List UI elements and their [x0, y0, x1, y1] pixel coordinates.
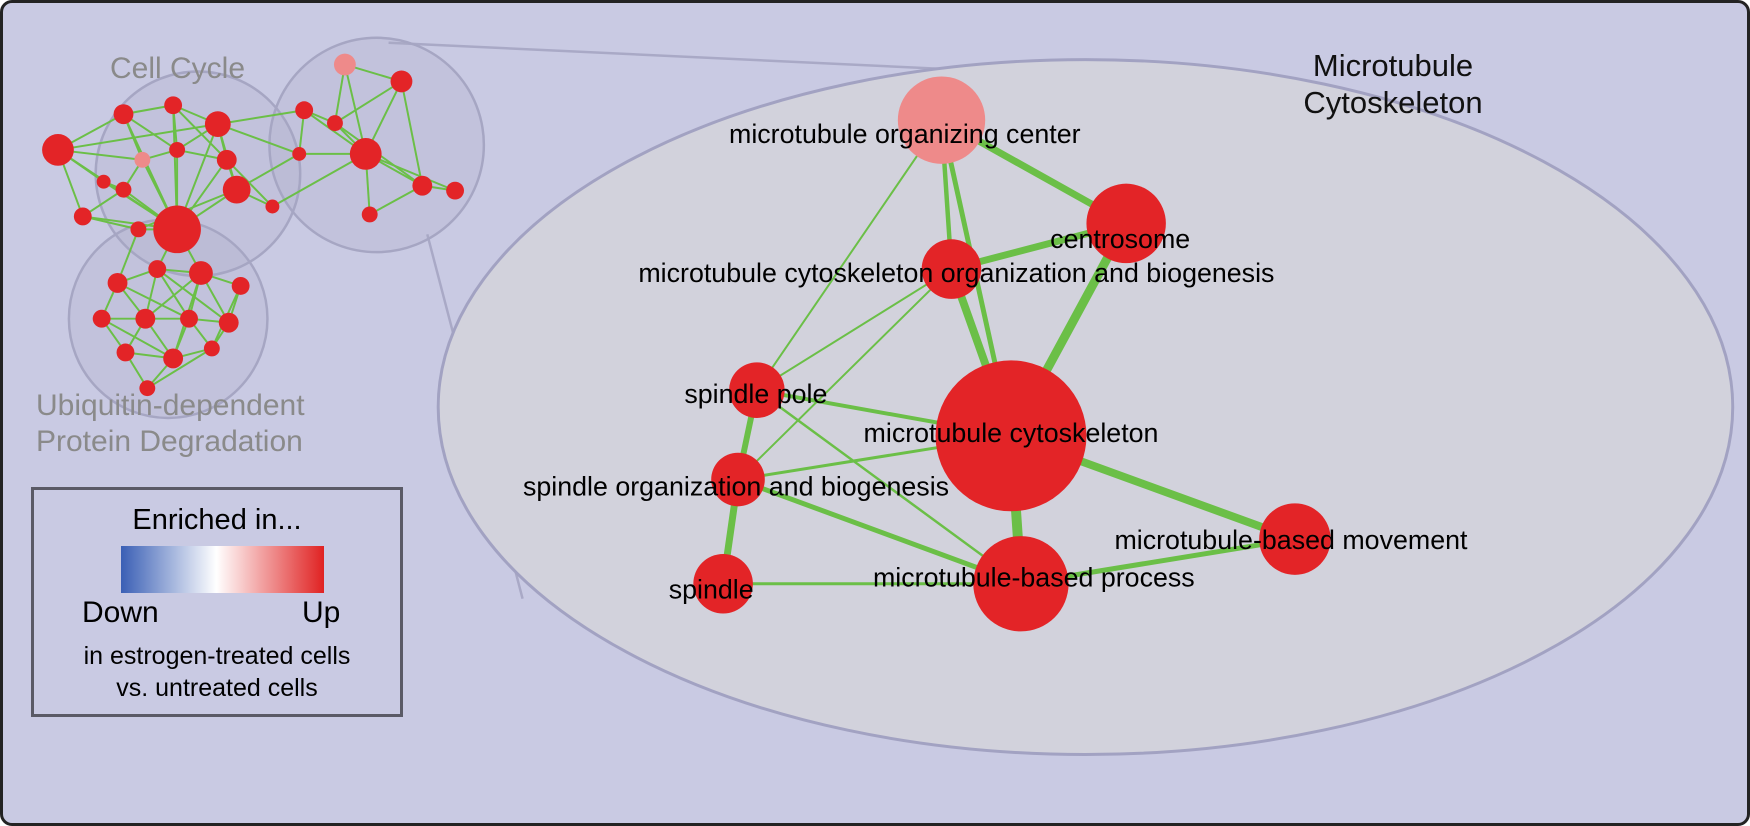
- overview-node: [73, 207, 92, 226]
- overview-node: [446, 181, 465, 200]
- node-microtubule-cytoskeleton: [935, 360, 1087, 512]
- overview-edge: [217, 123, 300, 155]
- legend-title: Enriched in...: [132, 504, 302, 536]
- overview-edge: [144, 272, 202, 320]
- overview-node: [222, 175, 251, 204]
- legend-subtitle-line2: vs. untreated cells: [116, 674, 318, 702]
- overview-node: [333, 53, 356, 76]
- overview-edge: [400, 81, 424, 186]
- overview-node: [139, 380, 156, 397]
- node-microtubule-cytoskeleton-organization-and-biogenesis: [921, 239, 982, 299]
- overview-edge: [217, 109, 305, 126]
- overview-edge: [101, 317, 174, 360]
- legend-box: Enriched in... Down Up in estrogen-treat…: [31, 487, 403, 717]
- label-spindle-organization-and-biogenesis: spindle organization and biogenesis: [523, 471, 949, 501]
- overview-edge: [365, 152, 456, 192]
- label-microtubule-organizing-center: microtubule organizing center: [729, 119, 1081, 149]
- overview-edge: [172, 104, 228, 161]
- overview-edge: [369, 184, 423, 216]
- overview-node: [180, 309, 198, 328]
- overview-edge: [334, 80, 402, 124]
- overview-edge: [57, 123, 218, 151]
- cluster-label-cell-cycle: Cell Cycle: [110, 52, 246, 85]
- overview-node: [148, 260, 167, 278]
- overview-node: [116, 343, 135, 362]
- overview-edge: [117, 282, 190, 320]
- network-svg: microtubule organizing center centrosome m…: [42, 36, 1735, 756]
- label-spindle-pole: spindle pole: [684, 379, 827, 409]
- edge-microtubule-cytoskeleton-organization-and-biogenesis--spindle-organization-and-biogenesis: [737, 268, 953, 481]
- overview-edge: [122, 113, 178, 151]
- overview-node: [113, 104, 134, 125]
- label-microtubule-cytoskeleton: microtubule cytoskeleton: [864, 418, 1159, 448]
- overview-node: [204, 111, 231, 138]
- figure-title-line1: Microtubule: [1312, 48, 1474, 83]
- node-microtubule-based-process: [973, 536, 1069, 632]
- overview-node: [349, 138, 382, 170]
- overview-node: [96, 174, 111, 189]
- overview-node: [216, 149, 237, 170]
- overview-node: [327, 115, 343, 132]
- overview-node: [130, 221, 147, 238]
- legend-up-label: Up: [302, 596, 341, 629]
- cluster-label-ubiquitin: Ubiquitin-dependent Protein Degradation: [36, 388, 305, 460]
- legend-gradient-bar: [121, 546, 324, 593]
- edge-microtubule-organizing-center--spindle-pole: [755, 119, 943, 392]
- legend-subtitle-line1: in estrogen-treated cells: [83, 642, 351, 670]
- overview-node: [189, 261, 213, 285]
- edge-spindle-pole--microtubule-based-process: [755, 388, 1023, 585]
- overview-node: [92, 309, 111, 328]
- figure-title-line2: Cytoskeleton: [1303, 85, 1483, 121]
- overview-node: [390, 70, 413, 93]
- overview-node: [134, 151, 151, 168]
- overview-edge: [82, 215, 139, 231]
- label-microtubule-cytoskeleton-organization-and-biogenesis: microtubule cytoskeleton organization an…: [638, 258, 1274, 288]
- overview-node: [42, 134, 74, 166]
- figure-title: Microtubule Cytoskeleton: [1258, 47, 1528, 121]
- overview-node: [203, 340, 220, 357]
- node-spindle-pole: [729, 362, 785, 418]
- zoom-ellipse: [436, 58, 1735, 756]
- label-spindle: spindle: [669, 575, 754, 605]
- overview-edge: [156, 268, 190, 320]
- node-spindle: [693, 553, 753, 614]
- overview-node: [115, 181, 132, 198]
- edge-spindle-organization-and-biogenesis--microtubule-based-process: [735, 477, 1024, 587]
- overview-node: [295, 101, 314, 120]
- label-centrosome: centrosome: [1050, 224, 1190, 254]
- overview-node: [107, 273, 128, 293]
- legend-down-label: Down: [82, 596, 159, 629]
- node-centrosome: [1086, 183, 1166, 264]
- zoom-cone-line: [388, 41, 1020, 74]
- overview-node: [153, 205, 201, 254]
- overview-edge: [271, 153, 367, 208]
- ubiquitin-label-line1: Ubiquitin-dependent: [36, 389, 305, 422]
- overview-node: [163, 348, 184, 369]
- edge-microtubule-cytoskeleton-organization-and-biogenesis--spindle-pole: [755, 268, 953, 392]
- overview-node: [135, 308, 156, 329]
- ubiquitin-label-line2: Protein Degradation: [36, 425, 303, 458]
- overview-node: [169, 141, 186, 158]
- label-microtubule-based-movement: microtubule-based movement: [1114, 525, 1468, 555]
- overview-node: [412, 175, 433, 196]
- overview-node: [292, 146, 307, 161]
- overview-node: [231, 276, 250, 295]
- node-microtubule-based-movement: [1259, 503, 1331, 575]
- overview-node: [265, 199, 280, 214]
- node-microtubule-organizing-center: [897, 76, 986, 164]
- overview-node: [164, 96, 183, 115]
- overview-edge: [146, 347, 213, 390]
- overview-node: [361, 206, 378, 223]
- node-spindle-organization-and-biogenesis: [711, 452, 765, 507]
- label-microtubule-based-process: microtubule-based process: [873, 563, 1195, 593]
- overview-node: [218, 312, 239, 333]
